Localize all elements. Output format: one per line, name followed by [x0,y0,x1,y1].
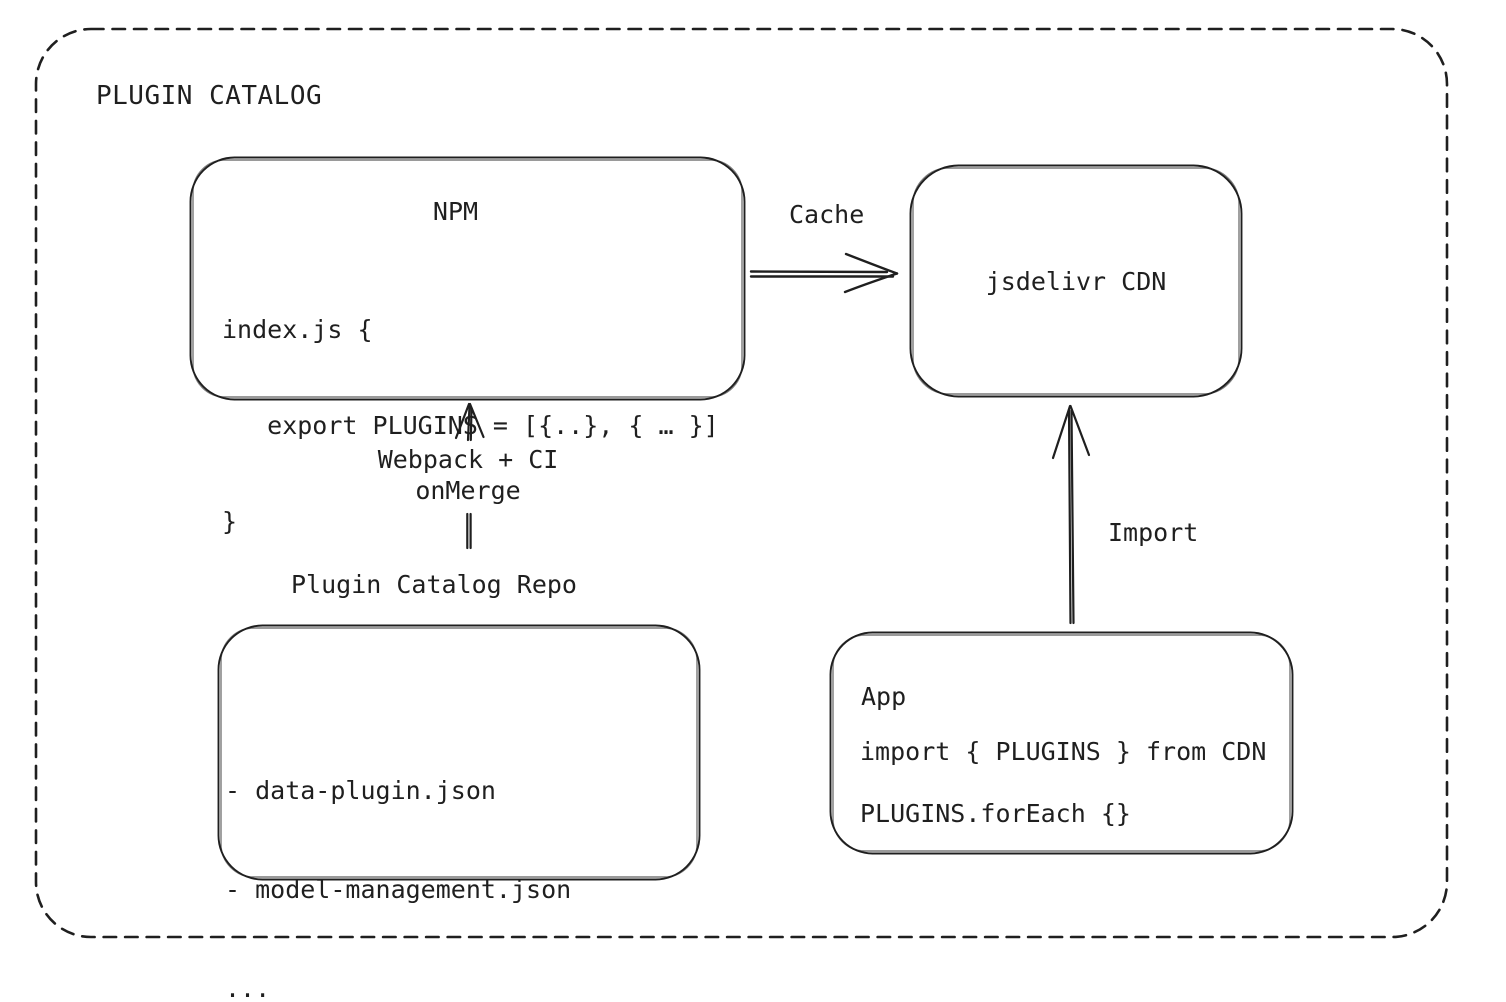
repo-box-label: Plugin Catalog Repo [291,570,577,599]
repo-file-list: - data-plugin.json - model-management.js… [225,708,571,1002]
app-box [829,631,1294,855]
repo-file-item: ... [225,974,271,1002]
build-arrow [454,402,485,550]
npm-code-line: } [222,507,238,536]
plugin-catalog-frame [34,27,1449,939]
import-arrow [1051,404,1091,625]
repo-file-item: - model-management.json [225,875,572,904]
npm-code-line: export PLUGINS = [{..}, { … }] [222,411,719,440]
cdn-box [909,164,1243,398]
repo-box [217,624,701,881]
npm-code-block: index.js { export PLUGINS = [{..}, { … }… [222,250,719,602]
diagram-title: PLUGIN CATALOG [96,81,323,111]
repo-file-item: - data-plugin.json [225,776,496,805]
app-box-title: App [861,682,907,711]
app-code-foreach: PLUGINS.forEach {} [860,799,1131,828]
import-arrow-label: Import [1108,518,1199,547]
npm-box-title: NPM [432,197,479,226]
build-arrow-label: Webpack + CI onMerge [377,445,559,505]
cdn-box-title: jsdelivr CDN [985,267,1167,296]
app-code-import: import { PLUGINS } from CDN [860,737,1267,766]
npm-box [189,156,746,401]
npm-code-line: index.js { [222,315,373,344]
cache-arrow [749,252,899,294]
cache-arrow-label: Cache [789,200,865,229]
